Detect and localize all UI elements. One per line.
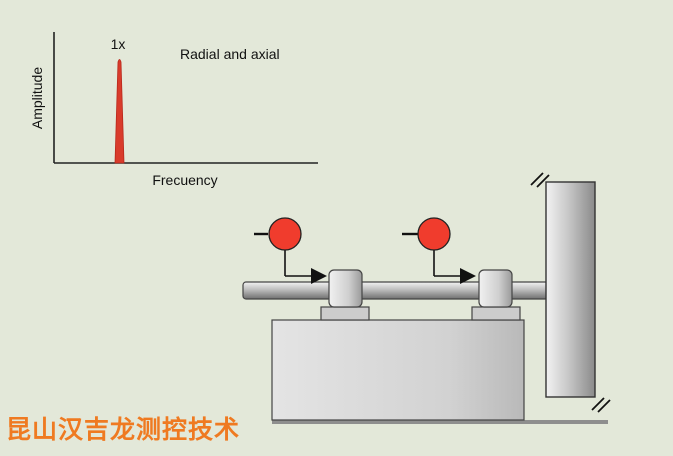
spectrum-plot: Amplitude Frecuency 1x Radial and axial (29, 32, 318, 188)
sensor-probe-right (402, 217, 476, 284)
ground-line (272, 420, 608, 424)
spectrum-note: Radial and axial (180, 46, 280, 62)
bearing-mount-right (471, 306, 521, 321)
x-axis-label: Frecuency (152, 172, 217, 188)
break-mark-top (530, 172, 550, 188)
rotor-disk (545, 181, 596, 398)
y-axis-label: Amplitude (29, 67, 45, 129)
sensor-probe-left (254, 217, 327, 284)
break-mark-bottom (591, 397, 611, 413)
watermark-text: 昆山汉吉龙测控技术 (6, 415, 241, 444)
bearing-mount-left (320, 306, 370, 321)
machine-base (271, 319, 525, 421)
bearing-left (328, 269, 363, 308)
peak-label: 1x (111, 36, 126, 52)
bearing-right (478, 269, 513, 308)
spectrum-peak-1x (114, 59, 125, 164)
